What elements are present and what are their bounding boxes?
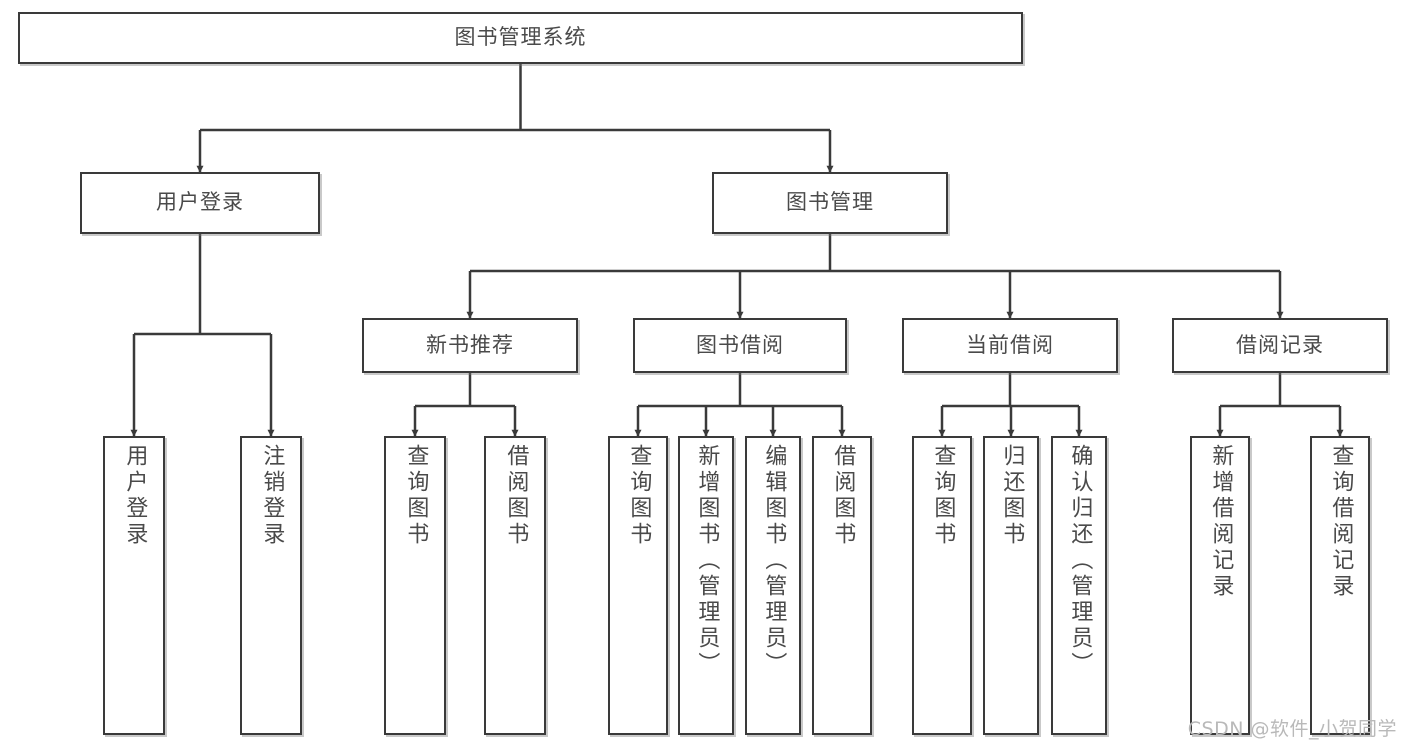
node-new-book-rec[interactable]: 新书推荐 (362, 318, 578, 373)
node-label-book-manage: 图书管理 (786, 190, 874, 215)
node-label-leaf-borrow-2: 借阅图书 (830, 444, 856, 548)
node-leaf-query-1[interactable]: 查询图书 (384, 436, 446, 735)
node-label-current-borrow: 当前借阅 (966, 332, 1054, 357)
node-label-leaf-edit-book: 编辑图书（管理员） (761, 444, 787, 678)
node-root[interactable]: 图书管理系统 (18, 12, 1023, 64)
watermark-label: CSDN @软件_小贺同学 (1187, 718, 1397, 740)
node-label-leaf-borrow-1: 借阅图书 (503, 444, 529, 548)
node-leaf-query-rec[interactable]: 查询借阅记录 (1310, 436, 1370, 735)
node-label-leaf-query-2: 查询图书 (626, 444, 652, 548)
node-label-leaf-query-1: 查询图书 (403, 444, 429, 548)
node-label-leaf-confirm: 确认归还（管理员） (1067, 444, 1093, 678)
node-leaf-query-3[interactable]: 查询图书 (912, 436, 972, 735)
node-leaf-user-login[interactable]: 用户登录 (103, 436, 165, 735)
node-label-user-login: 用户登录 (156, 190, 244, 215)
node-leaf-borrow-1[interactable]: 借阅图书 (484, 436, 546, 735)
node-leaf-borrow-2[interactable]: 借阅图书 (812, 436, 872, 735)
node-label-borrow-record: 借阅记录 (1236, 332, 1324, 357)
node-leaf-add-book[interactable]: 新增图书（管理员） (678, 436, 734, 735)
node-leaf-confirm[interactable]: 确认归还（管理员） (1051, 436, 1107, 735)
node-label-leaf-logout: 注销登录 (259, 444, 285, 548)
node-label-new-book-rec: 新书推荐 (426, 332, 514, 357)
node-label-leaf-user-login: 用户登录 (122, 444, 148, 548)
node-leaf-add-rec[interactable]: 新增借阅记录 (1190, 436, 1250, 735)
node-borrow-record[interactable]: 借阅记录 (1172, 318, 1388, 373)
node-book-manage[interactable]: 图书管理 (712, 172, 948, 234)
node-label-leaf-add-book: 新增图书（管理员） (694, 444, 720, 678)
node-label-leaf-query-rec: 查询借阅记录 (1328, 444, 1354, 600)
node-label-leaf-add-rec: 新增借阅记录 (1208, 444, 1234, 600)
node-label-book-borrow: 图书借阅 (696, 332, 784, 357)
node-leaf-return[interactable]: 归还图书 (983, 436, 1039, 735)
node-leaf-edit-book[interactable]: 编辑图书（管理员） (745, 436, 801, 735)
node-label-root: 图书管理系统 (454, 25, 587, 50)
node-current-borrow[interactable]: 当前借阅 (902, 318, 1118, 373)
node-user-login[interactable]: 用户登录 (80, 172, 320, 234)
node-label-leaf-return: 归还图书 (999, 444, 1025, 548)
node-leaf-logout[interactable]: 注销登录 (240, 436, 302, 735)
node-label-leaf-query-3: 查询图书 (930, 444, 956, 548)
node-leaf-query-2[interactable]: 查询图书 (608, 436, 668, 735)
node-book-borrow[interactable]: 图书借阅 (633, 318, 847, 373)
